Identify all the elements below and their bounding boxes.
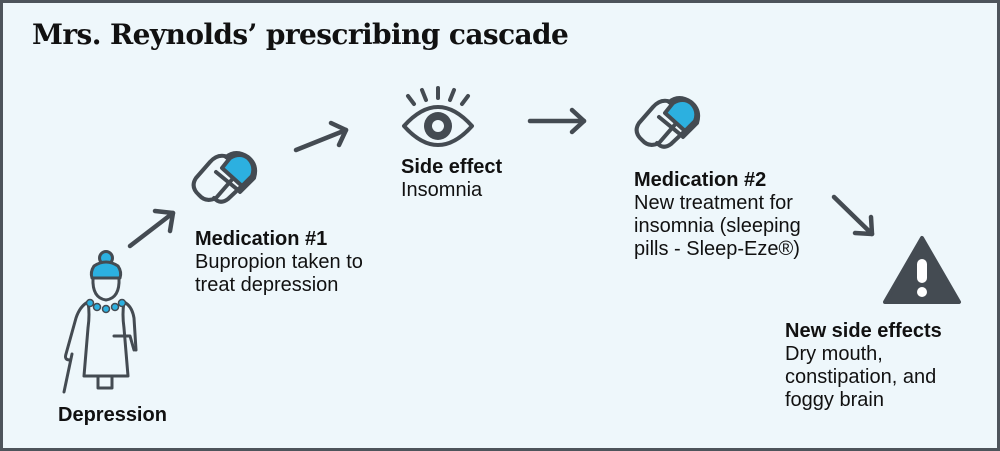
step-new-side-effects-text: Dry mouth, constipation, and foggy brain (785, 343, 937, 411)
step-medication-2-heading: Medication #2 (634, 169, 767, 191)
arrow-medication-1-to-side-effect (293, 120, 349, 153)
step-medication-2: Medication #2 New treatment for insomnia… (634, 169, 801, 261)
diagram-title: Mrs. Reynolds’ prescribing cascade (32, 18, 569, 51)
step-new-side-effects-heading: New side effects (785, 320, 942, 342)
warning-triangle-icon (883, 236, 961, 304)
arrow-depression-to-medication-1 (127, 208, 176, 249)
arrow-medication-2-to-new-side-effects (831, 194, 875, 237)
step-new-side-effects: New side effects Dry mouth, constipation… (785, 320, 942, 412)
step-medication-1-heading: Medication #1 (195, 228, 328, 250)
step-side-effect-text: Insomnia (401, 179, 483, 201)
step-patient-heading: Depression (58, 404, 167, 426)
step-medication-2-text: New treatment for insomnia (sleeping pil… (634, 192, 801, 260)
step-medication-1: Medication #1 Bupropion taken to treat d… (195, 228, 363, 297)
step-side-effect-heading: Side effect (401, 156, 503, 178)
pill-capsule-icon-medication-2 (634, 96, 701, 149)
step-medication-1-text: Bupropion taken to treat depression (195, 251, 363, 296)
pill-capsule-icon-medication-1 (191, 151, 258, 204)
step-side-effect: Side effect Insomnia (401, 156, 502, 202)
arrow-side-effect-to-medication-2 (527, 107, 587, 135)
eye-icon (402, 86, 474, 147)
elderly-woman-icon (62, 250, 138, 394)
step-patient: Depression (58, 404, 167, 427)
